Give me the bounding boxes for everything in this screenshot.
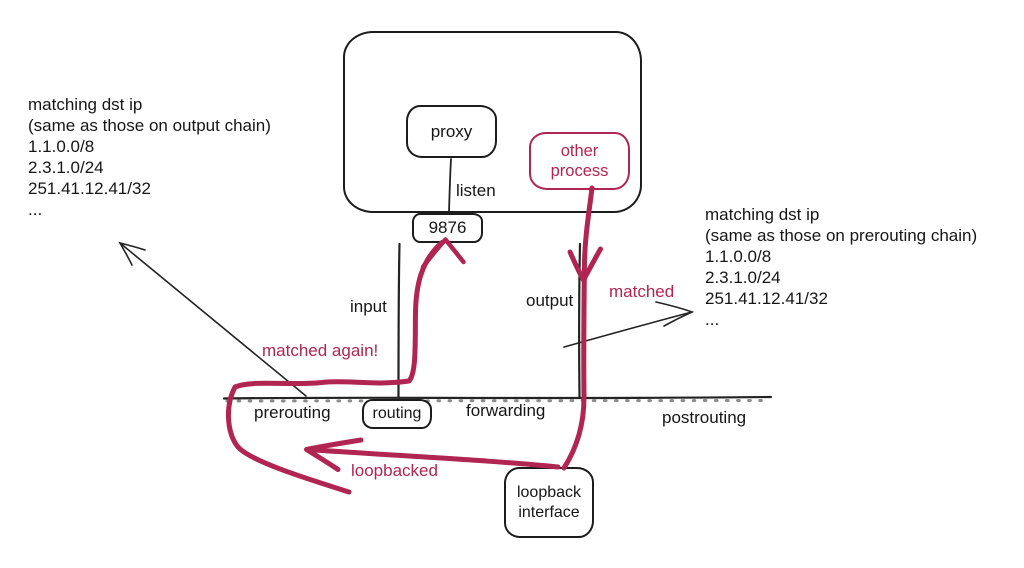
input-chain-line — [397, 242, 401, 399]
prerouting-chain-label: prerouting — [254, 403, 331, 422]
right-ip-note: matching dst ip (same as those on prerou… — [705, 204, 977, 330]
input-chain-label: input — [350, 297, 387, 316]
routing-box: routing — [362, 399, 432, 429]
port-label: 9876 — [428, 218, 467, 237]
other-process-box: other process — [529, 132, 630, 190]
arrow-to-prerouting-note-head — [118, 241, 146, 266]
output-chain-line — [578, 242, 582, 399]
loopback-interface-label: loopback interface — [516, 484, 582, 521]
forwarding-chain-label: forwarding — [466, 401, 546, 420]
proxy-label: proxy — [430, 121, 473, 141]
postrouting-chain-label: postrouting — [662, 408, 747, 427]
note-line: ... — [705, 310, 720, 329]
note-line: 1.1.0.0/8 — [705, 247, 772, 266]
note-line: 2.3.1.0/24 — [28, 158, 104, 177]
note-line: matching dst ip — [28, 95, 143, 114]
flow-port-arrowhead — [420, 237, 466, 270]
listen-label: listen — [456, 181, 496, 200]
matched-label: matched — [609, 282, 675, 301]
loopbacked-label: loopbacked — [351, 461, 438, 480]
baseline — [222, 395, 773, 400]
note-line: 2.3.1.0/24 — [705, 268, 781, 287]
note-line: 251.41.12.41/32 — [705, 289, 828, 308]
arrow-to-output-note-head — [655, 301, 695, 327]
flow-other-process-to-loopback — [561, 185, 595, 471]
flow-down-arrowhead — [567, 246, 603, 283]
arrow-to-prerouting-note-shaft — [119, 242, 307, 397]
note-line: (same as those on output chain) — [28, 116, 271, 135]
output-chain-label: output — [526, 291, 574, 310]
note-line: 1.1.0.0/8 — [28, 137, 95, 156]
flow-reentry-to-port — [225, 240, 445, 495]
loopback-interface-box: loopback interface — [504, 467, 594, 538]
other-process-label: other process — [550, 142, 609, 180]
proxy-box: proxy — [406, 105, 497, 158]
port-box: 9876 — [412, 213, 483, 243]
left-ip-note: matching dst ip (same as those on output… — [28, 94, 271, 220]
note-line: (same as those on prerouting chain) — [705, 226, 978, 245]
note-line: ... — [28, 200, 43, 219]
matched-again-label: matched again! — [262, 341, 379, 360]
note-line: 251.41.12.41/32 — [28, 179, 151, 198]
note-line: matching dst ip — [705, 205, 820, 224]
arrow-to-output-note-shaft — [563, 311, 693, 348]
host-box — [343, 31, 642, 213]
routing-label: routing — [372, 405, 422, 422]
